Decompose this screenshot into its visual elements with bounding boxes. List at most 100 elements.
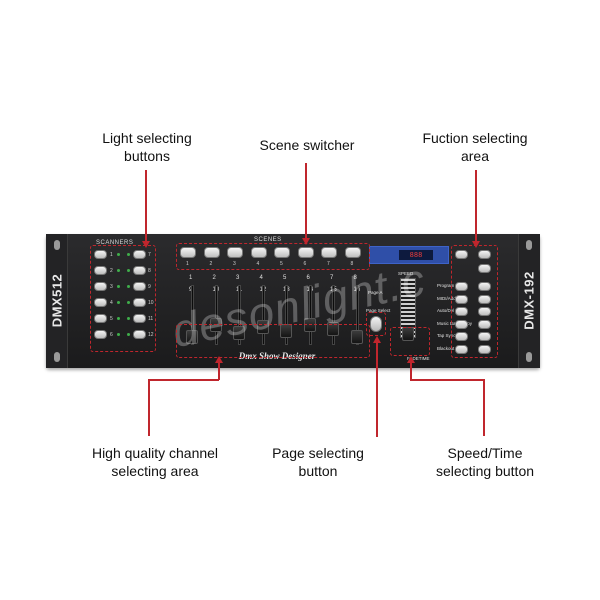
callout-channel-selecting-line-2: selecting area xyxy=(111,463,199,479)
scanner-button-7[interactable] xyxy=(133,250,146,259)
scene-button-6[interactable] xyxy=(297,247,314,258)
arrow-page xyxy=(373,336,381,343)
scanner-button-12[interactable] xyxy=(133,330,146,339)
scanner-button-8[interactable] xyxy=(133,266,146,275)
highlight-speed xyxy=(390,327,430,356)
scanner-number: 6 xyxy=(110,332,113,338)
leader-speed-h xyxy=(410,379,484,381)
function-button-top-right[interactable] xyxy=(478,264,491,273)
scanner-button-11[interactable] xyxy=(133,314,146,323)
scanner-number: 5 xyxy=(110,316,113,322)
function-button-left[interactable] xyxy=(455,319,468,329)
scanner-button-3[interactable] xyxy=(94,282,107,291)
fader-track xyxy=(238,285,241,345)
function-button-right[interactable] xyxy=(478,294,491,304)
function-button-left[interactable] xyxy=(455,332,468,341)
page-select-button[interactable] xyxy=(370,316,382,332)
fader-track xyxy=(308,285,312,345)
scanner-led xyxy=(127,269,130,272)
scanner-led xyxy=(117,285,120,288)
scanner-button-2[interactable] xyxy=(94,266,107,275)
rack-hole xyxy=(54,240,60,250)
scenes-title: SCENES xyxy=(254,237,282,243)
highlight-channels xyxy=(176,324,370,358)
function-button-left[interactable] xyxy=(455,344,468,354)
scene-number: 4 xyxy=(256,261,260,267)
scene-number: 1 xyxy=(186,261,189,267)
left-rack-ear xyxy=(46,234,68,368)
left-model-label: DMX512 xyxy=(49,273,65,328)
fader-knob-8[interactable] xyxy=(350,330,363,344)
fader-number-top: 7 xyxy=(330,275,334,281)
callout-scene-switcher-line-1: Scene switcher xyxy=(259,137,355,153)
scanner-led xyxy=(117,317,120,320)
scene-button-4[interactable] xyxy=(250,247,267,258)
function-button-right[interactable] xyxy=(478,332,491,341)
scene-button-1[interactable] xyxy=(180,247,196,258)
scanner-button-4[interactable] xyxy=(94,298,107,307)
scene-button-5[interactable] xyxy=(274,247,290,258)
scanner-number: 10 xyxy=(148,300,154,306)
fader-number-top: 2 xyxy=(212,275,216,281)
function-button-top-right[interactable] xyxy=(478,250,491,259)
function-button-left[interactable] xyxy=(455,282,468,291)
arrow-function-selecting xyxy=(472,241,480,248)
scanner-led xyxy=(117,253,120,256)
fader-knob-3[interactable] xyxy=(233,326,245,340)
fader-number-top: 8 xyxy=(353,275,357,281)
callout-channel-selecting-line-1: High quality channel xyxy=(91,445,219,461)
function-button-right[interactable] xyxy=(478,344,491,354)
fader-knob-4[interactable] xyxy=(256,320,269,334)
function-button-top-left[interactable] xyxy=(455,250,468,259)
scene-button-3[interactable] xyxy=(227,247,243,258)
scanner-button-5[interactable] xyxy=(94,314,107,323)
callout-function-selecting-line-2: area xyxy=(460,148,490,164)
scanner-number: 9 xyxy=(148,284,151,290)
scanner-number: 1 xyxy=(110,252,113,258)
scene-button-2[interactable] xyxy=(203,247,220,258)
fader-number-top: 4 xyxy=(259,275,263,281)
function-button-right[interactable] xyxy=(478,307,491,316)
function-label: MIDI/Add xyxy=(437,295,456,301)
function-button-right[interactable] xyxy=(478,282,491,291)
scanner-led xyxy=(127,317,130,320)
arrow-channel xyxy=(215,356,223,363)
fader-knob-6[interactable] xyxy=(303,318,316,332)
fader-knob-2[interactable] xyxy=(209,318,222,332)
fader-track xyxy=(214,285,218,345)
scanner-led xyxy=(117,333,120,336)
leader-channel-up xyxy=(218,360,220,380)
fader-number-top: 5 xyxy=(283,275,287,281)
scanner-button-9[interactable] xyxy=(133,282,146,291)
function-button-left[interactable] xyxy=(455,307,468,316)
scene-number: 5 xyxy=(280,261,283,267)
scene-number: 3 xyxy=(233,261,236,267)
fader-number-bottom: 9 xyxy=(189,287,192,293)
fader-knob-1[interactable] xyxy=(186,330,198,344)
scanner-number: 3 xyxy=(110,284,113,290)
scanner-button-6[interactable] xyxy=(94,330,107,339)
page-a-label: Page A xyxy=(368,290,383,295)
leader-channel-h xyxy=(148,379,219,381)
function-button-right[interactable] xyxy=(478,319,491,329)
scanner-button-1[interactable] xyxy=(94,250,107,259)
scene-button-8[interactable] xyxy=(344,247,361,258)
scanner-number: 12 xyxy=(148,332,154,338)
function-button-left[interactable] xyxy=(455,294,468,304)
page-select-label: Page Select xyxy=(366,308,391,313)
rack-hole xyxy=(526,352,532,362)
function-label: Music Bank Copy xyxy=(437,320,472,326)
leader-function-selecting xyxy=(475,170,477,242)
highlight-functions xyxy=(451,245,498,358)
arrow-speed xyxy=(407,356,415,363)
function-label: Blackout xyxy=(437,345,455,351)
leader-channel-v xyxy=(148,379,150,436)
scanner-number: 8 xyxy=(148,268,151,274)
fader-track xyxy=(332,285,335,345)
callout-page-selecting: Page selecting button xyxy=(243,444,393,480)
scanner-button-10[interactable] xyxy=(133,298,146,307)
function-label: Tap Sync xyxy=(437,333,456,338)
fader-track xyxy=(261,285,265,345)
fader-knob-7[interactable] xyxy=(327,322,339,336)
scene-button-7[interactable] xyxy=(321,247,337,258)
